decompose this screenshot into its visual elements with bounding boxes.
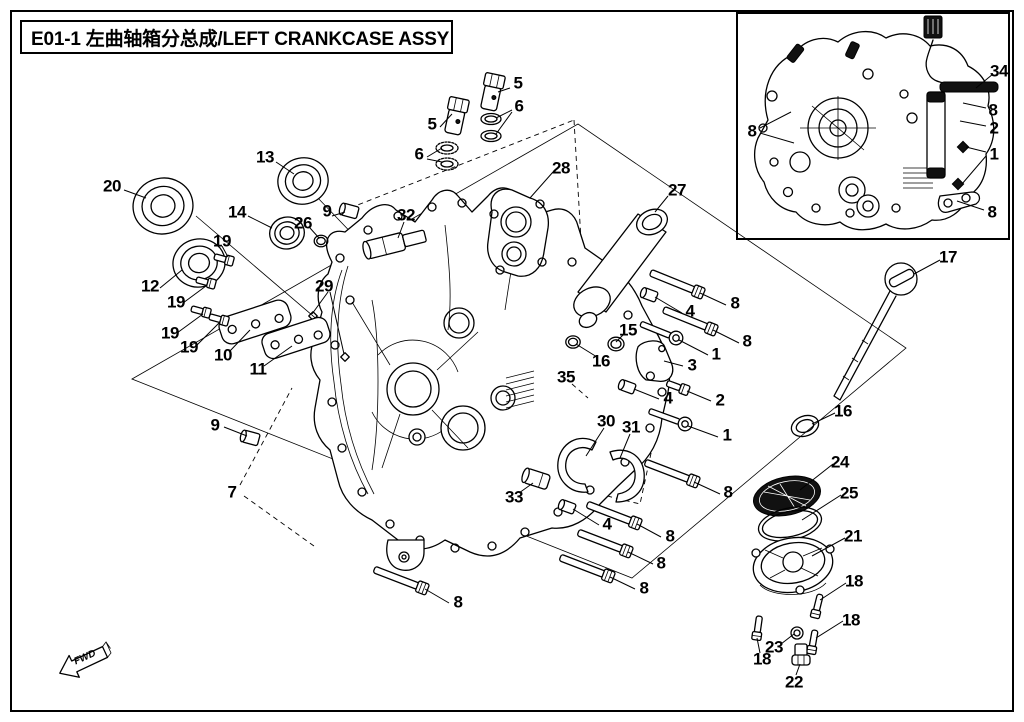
leader-lines: [123, 87, 941, 676]
callout-18a: 18: [845, 571, 863, 591]
callout-12: 12: [141, 276, 159, 296]
callout-8a: 8: [730, 293, 740, 313]
callout-6a: 6: [514, 96, 524, 116]
callout-35: 35: [557, 367, 575, 387]
dipstick-17: [833, 262, 918, 401]
callout-i8c: 8: [987, 202, 997, 222]
callout-19a: 19: [213, 231, 231, 251]
callout-28: 28: [552, 158, 570, 178]
callout-32: 32: [397, 205, 415, 225]
callout-10: 10: [214, 345, 232, 365]
callout-26: 26: [294, 213, 312, 233]
callout-21: 21: [844, 526, 862, 546]
cover-28: [486, 188, 550, 277]
sensor-top-mid: [845, 41, 860, 60]
callout-18b: 18: [842, 610, 860, 630]
bearing-shell-30: [557, 437, 597, 493]
callout-3: 3: [687, 355, 697, 375]
callout-7: 7: [227, 482, 237, 502]
callout-9a: 9: [322, 201, 332, 221]
callout-13: 13: [256, 147, 274, 167]
callout-i8b: 8: [988, 100, 998, 120]
plate-10: [218, 299, 292, 345]
bolt-2: [665, 380, 691, 396]
washers-6-right: [480, 112, 502, 143]
callout-8e: 8: [656, 553, 666, 573]
dashed-leaders: [239, 383, 589, 547]
callout-i8a: 8: [747, 121, 757, 141]
strainer-cover-21: [751, 536, 835, 595]
callout-22: 22: [785, 672, 803, 692]
sensor-top-left: [786, 43, 805, 63]
callout-8g: 8: [453, 592, 463, 612]
callout-4c: 4: [602, 514, 612, 534]
callout-i1: 1: [989, 144, 999, 164]
callout-i2: 2: [989, 118, 999, 138]
assembled-view: [753, 15, 999, 231]
callout-33: 33: [505, 487, 523, 507]
callout-19b: 19: [167, 292, 185, 312]
callout-6b: 6: [414, 144, 424, 164]
callout-4a: 4: [685, 301, 695, 321]
callout-i34: 34: [990, 61, 1008, 81]
washer-23: [790, 626, 804, 640]
crankcase-body: [308, 187, 671, 571]
oil-strainer-24: [753, 475, 821, 517]
page-border: [10, 10, 1014, 712]
callout-14: 14: [228, 202, 246, 222]
callout-31: 31: [622, 417, 640, 437]
oil-pipe-27: [573, 208, 669, 329]
callout-25: 25: [840, 483, 858, 503]
callout-8f: 8: [639, 578, 649, 598]
callout-30: 30: [597, 411, 615, 431]
callout-23: 23: [765, 637, 783, 657]
shaft-32: [362, 229, 427, 260]
callout-20: 20: [103, 176, 121, 196]
callout-4b: 4: [663, 388, 673, 408]
callout-29: 29: [315, 276, 333, 296]
bracket-3: [635, 340, 674, 382]
callout-5a: 5: [513, 73, 523, 93]
washers-6-left: [435, 141, 459, 171]
page-title: E01-1 左曲轴箱分总成/LEFT CRANKCASE ASSY: [31, 28, 450, 50]
assembled-view-inset-box: [736, 12, 1010, 240]
bushing-9-upper: [338, 202, 360, 220]
oil-level-tube: [926, 91, 946, 179]
callout-1b: 1: [722, 425, 732, 445]
callout-19c: 19: [161, 323, 179, 343]
callout-2: 2: [715, 390, 725, 410]
plug-22: [791, 643, 811, 666]
callout-11: 11: [249, 359, 267, 379]
callout-8b: 8: [742, 331, 752, 351]
bearing-shell-31: [609, 449, 645, 503]
callout-16b: 16: [834, 401, 852, 421]
callout-17: 17: [939, 247, 957, 267]
callout-19d: 19: [180, 337, 198, 357]
bushing-9-lower: [239, 429, 261, 447]
callout-16a: 16: [592, 351, 610, 371]
title-box: E01-1 左曲轴箱分总成/LEFT CRANKCASE ASSY: [20, 20, 453, 54]
callout-15: 15: [619, 320, 637, 340]
callout-18c: 18: [753, 649, 771, 669]
callout-8c: 8: [723, 482, 733, 502]
plate-11: [261, 316, 331, 360]
callout-1a: 1: [711, 344, 721, 364]
connector-34: [923, 15, 999, 93]
callout-24: 24: [831, 452, 849, 472]
callout-5b: 5: [427, 114, 437, 134]
callout-27: 27: [668, 180, 686, 200]
callout-9b: 9: [210, 415, 220, 435]
callout-8d: 8: [665, 526, 675, 546]
